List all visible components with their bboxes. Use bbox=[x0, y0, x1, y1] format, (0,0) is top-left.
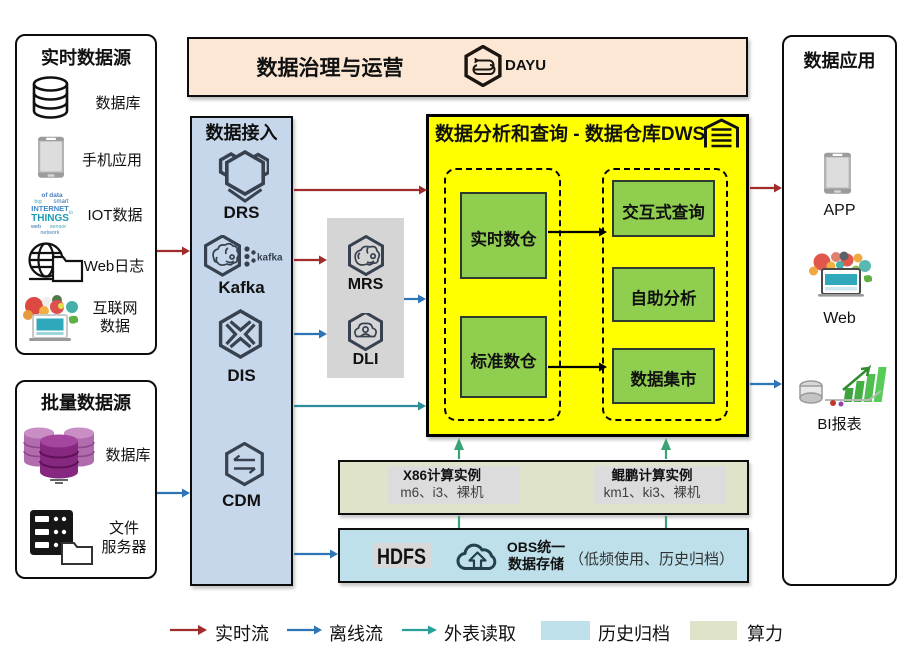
svg-text:sensor: sensor bbox=[50, 224, 67, 230]
svg-text:kafka: kafka bbox=[257, 253, 283, 264]
svg-text:big: big bbox=[34, 199, 41, 205]
svg-text:io: io bbox=[69, 210, 73, 216]
svg-text:INTERNET: INTERNET bbox=[31, 204, 69, 213]
svg-text:smart: smart bbox=[54, 199, 69, 205]
svg-text:web: web bbox=[30, 224, 41, 230]
svg-text:of data: of data bbox=[41, 192, 63, 199]
svg-text:network: network bbox=[40, 230, 60, 234]
svg-text:THINGS: THINGS bbox=[31, 213, 69, 224]
